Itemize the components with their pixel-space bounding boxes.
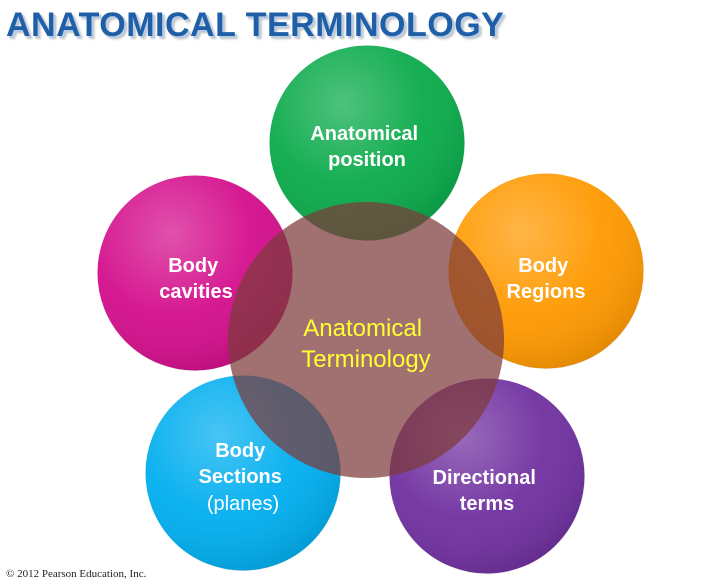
petal-anatomical-position: Anatomical position: [268, 44, 466, 242]
copyright-notice: © 2012 Pearson Education, Inc.: [6, 568, 147, 580]
svg-text:Body Regions: Body Regions: [507, 255, 586, 303]
petal-label-line: cavities: [159, 281, 232, 303]
page-title: ANATOMICAL TERMINOLOGY: [6, 6, 505, 44]
petal-label-line: (planes): [207, 493, 279, 515]
center-circle: [228, 202, 504, 478]
petal-label-line: Regions: [507, 281, 586, 303]
petal-label-line: Anatomical: [310, 123, 418, 145]
petal-label-line: terms: [460, 493, 514, 515]
petal-label-line: Body: [168, 255, 219, 277]
petal-label-line: Body: [215, 440, 266, 462]
center-label-line: Terminology: [301, 346, 430, 373]
petal-label-line: Body: [518, 255, 569, 277]
svg-text:Body cavities: Body cavities: [159, 255, 232, 303]
center-label-line: Anatomical: [303, 315, 422, 342]
center-node: Anatomical Terminology: [228, 202, 504, 478]
petal-label-line: Sections: [199, 466, 282, 488]
petal-label-line: position: [328, 149, 406, 171]
petal-label-line: Directional: [433, 467, 536, 489]
svg-text:Anatomical position: Anatomical position: [310, 123, 423, 171]
svg-text:Directional terms: Directional terms: [433, 467, 542, 515]
svg-text:Body Sections (pla: Body Sections (planes): [199, 440, 288, 515]
svg-text:Anatomical Terminology: Anatomical Terminology: [301, 315, 430, 373]
